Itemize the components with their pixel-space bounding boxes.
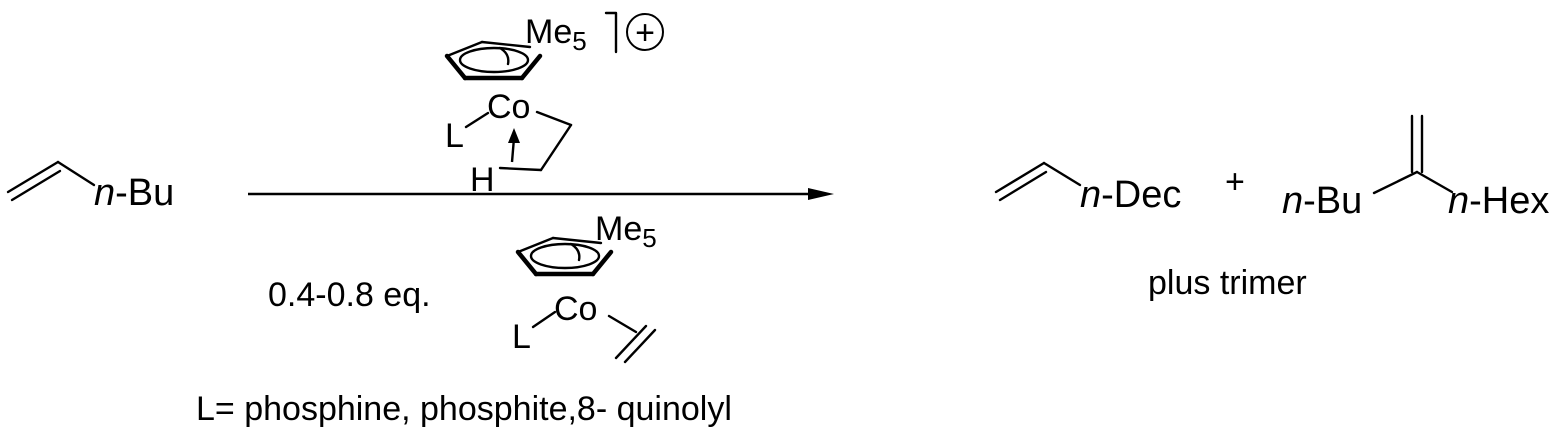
cp-ring-bottom-icon	[515, 236, 614, 277]
ethylene-ligand-icon	[607, 314, 657, 364]
reactant-hexene: n-Bu	[6, 160, 174, 214]
product-2-right-label: n-Hex	[1448, 180, 1549, 222]
product-dodecene: n-Dec	[994, 161, 1181, 216]
reaction-arrow	[248, 188, 834, 200]
plus-charge-icon: +	[626, 13, 664, 52]
product-note: plus trimer	[1148, 264, 1307, 302]
catalyst-top: Me5 + Co L H	[444, 11, 664, 199]
ligand-label-bottom: L	[512, 318, 531, 356]
agostic-arrow-icon	[508, 128, 520, 163]
catalyst-bottom: Me5 Co L 0.4-0.8 eq.	[268, 210, 657, 364]
reactant-label: n-Bu	[94, 172, 174, 214]
hydride-label: H	[470, 161, 495, 199]
cp-substituent-bottom: Me5	[595, 210, 657, 253]
cation-bracket	[604, 11, 618, 54]
ligand-label-top: L	[445, 117, 464, 155]
catalyst-loading: 0.4-0.8 eq.	[268, 276, 431, 314]
cobalt-label-top: Co	[487, 88, 530, 126]
ligand-definition: L= phosphine, phosphite,8- quinolyl	[196, 390, 732, 428]
product-dimer: n-Bu n-Hex	[1282, 114, 1549, 222]
cp-ring-top-icon	[444, 40, 543, 81]
plus-sign: +	[1225, 163, 1245, 201]
svg-text:+: +	[635, 14, 655, 52]
product-1-label: n-Dec	[1080, 174, 1181, 216]
product-2-left-label: n-Bu	[1282, 180, 1362, 222]
cp-substituent-top: Me5	[525, 13, 587, 56]
cobalt-label-bottom: Co	[554, 290, 597, 328]
